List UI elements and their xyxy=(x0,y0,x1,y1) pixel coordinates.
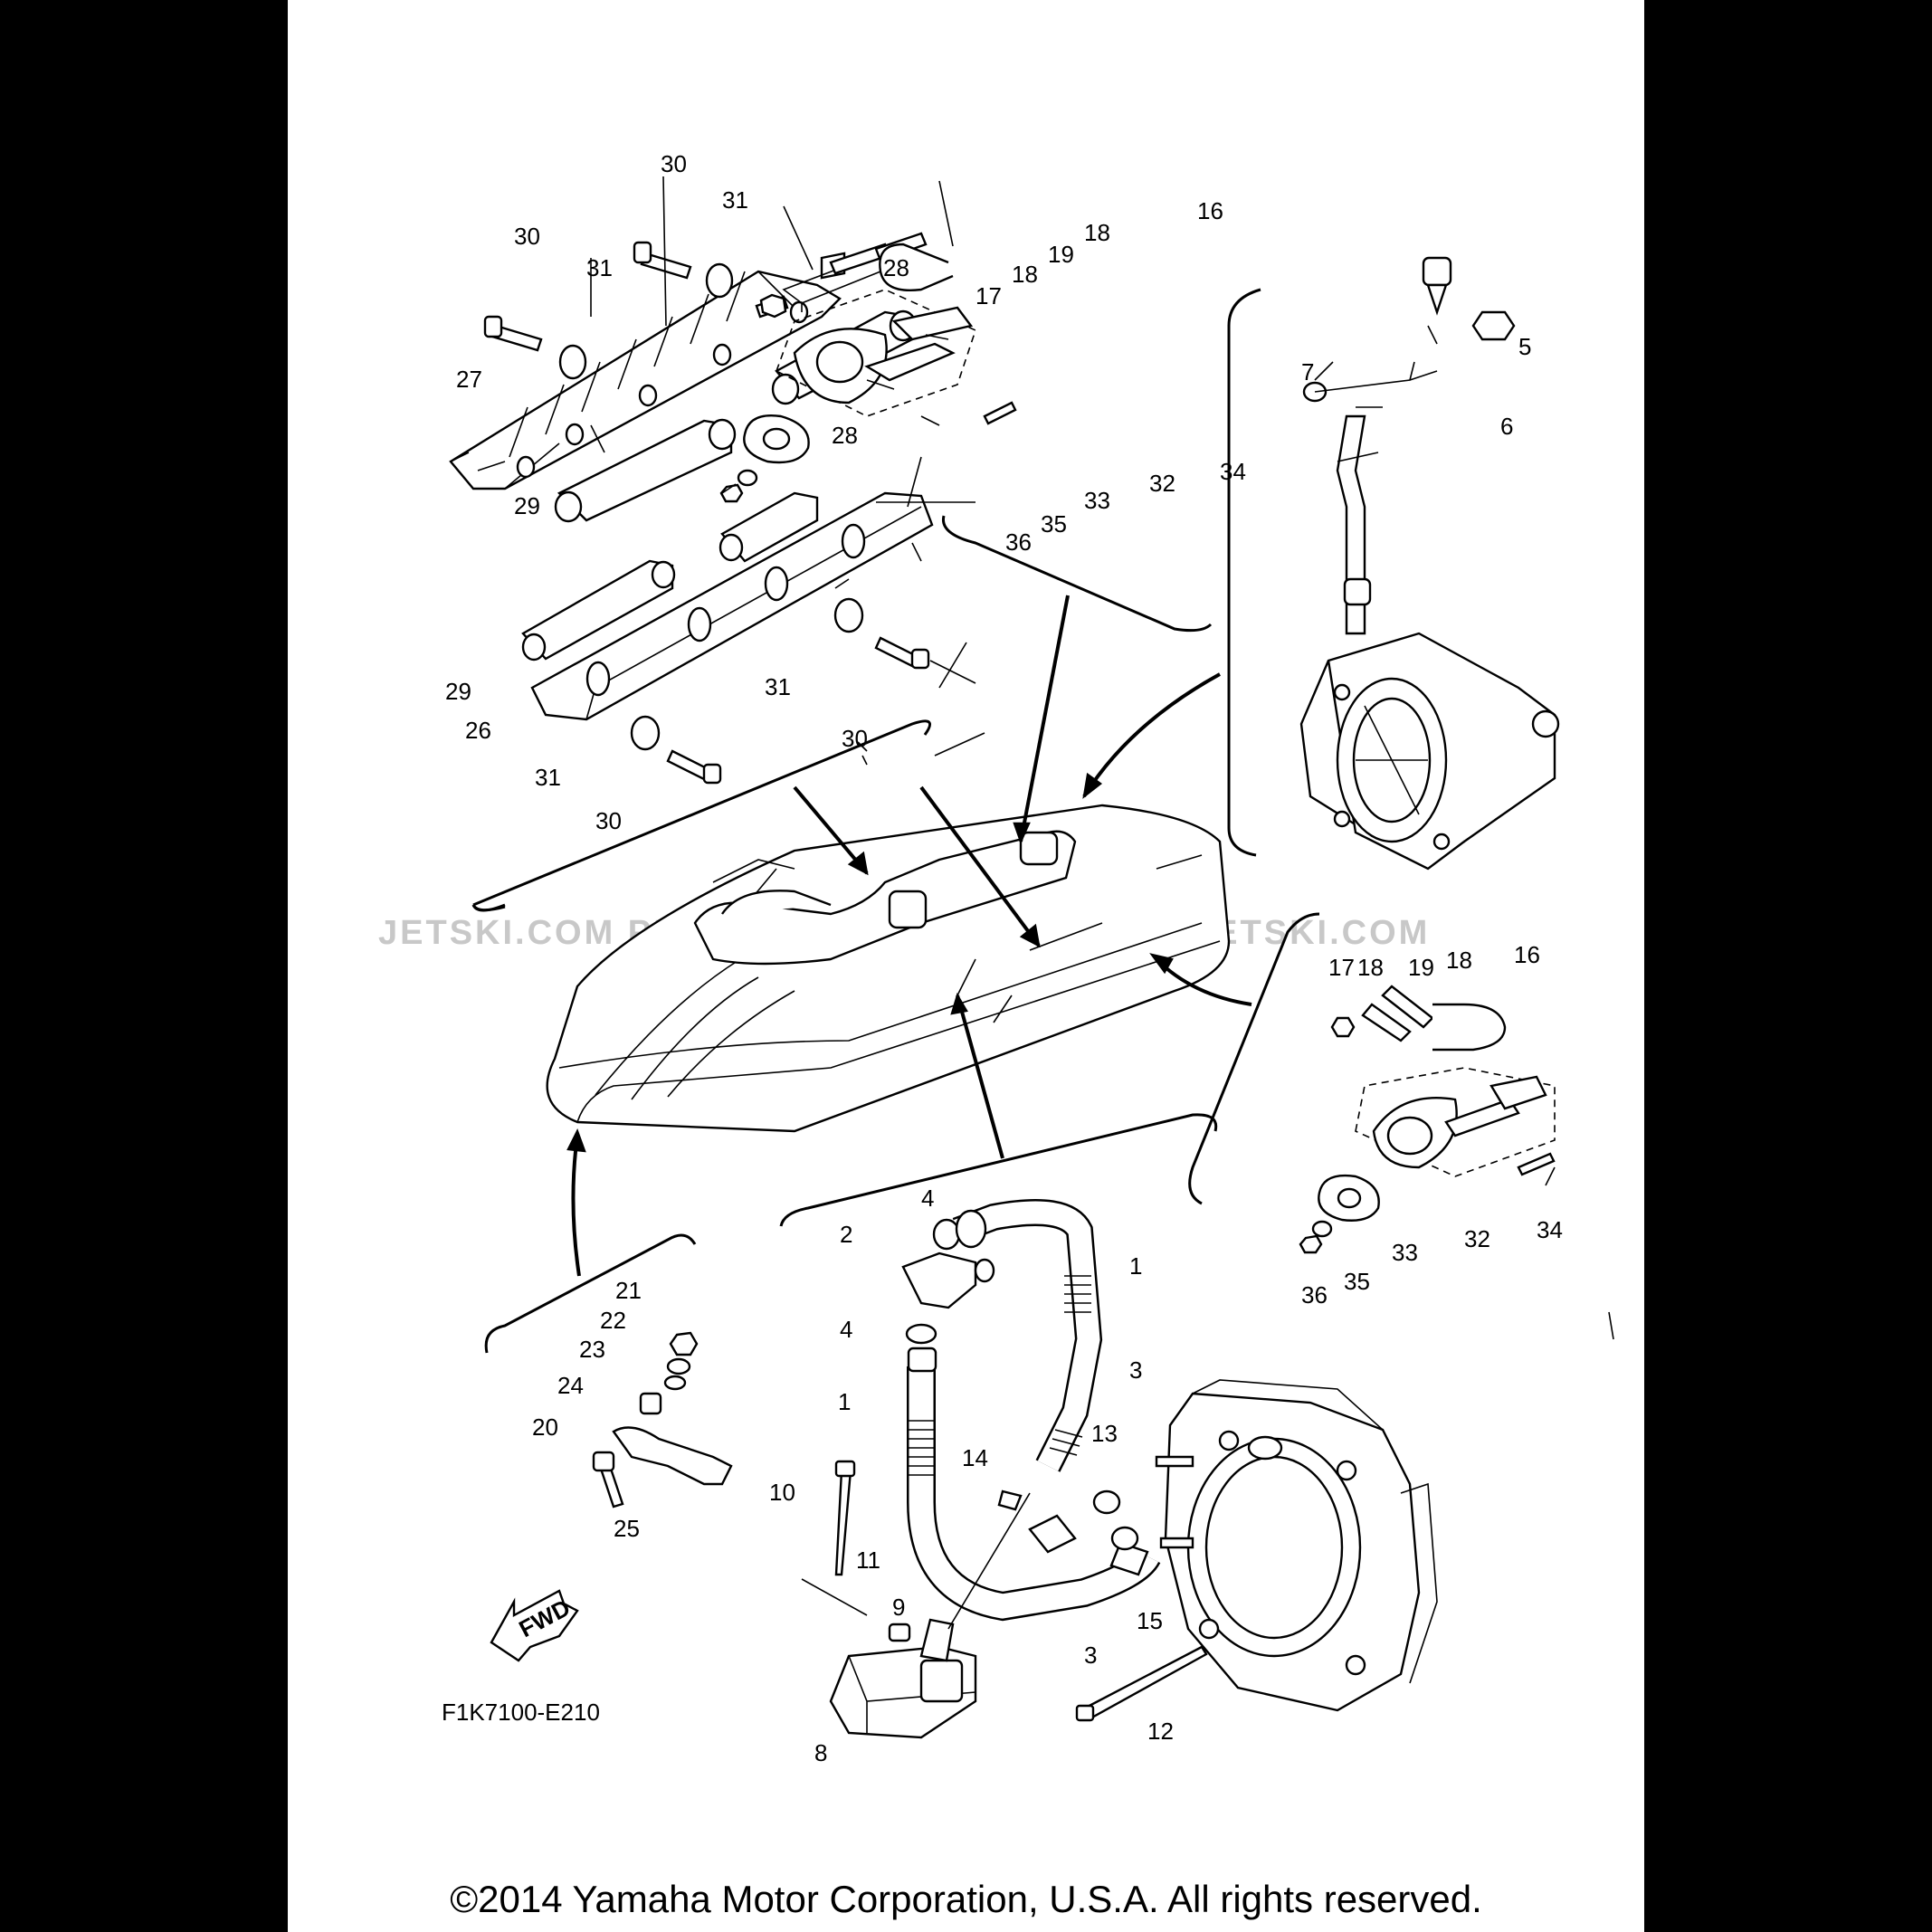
callout-34b: 34 xyxy=(1537,1216,1563,1243)
hull-bracket-left xyxy=(471,903,506,912)
callout-32b: 32 xyxy=(1464,1225,1490,1252)
callout-30d: 30 xyxy=(595,807,622,834)
callout-8: 8 xyxy=(814,1739,827,1766)
callout-31d: 31 xyxy=(535,764,561,791)
pump-bracket xyxy=(1227,288,1261,857)
callout-33a: 33 xyxy=(1084,487,1110,514)
leader-lines xyxy=(477,176,1614,1340)
callout-7: 7 xyxy=(1301,358,1314,385)
callout-31b: 31 xyxy=(586,254,613,281)
callout-29a: 29 xyxy=(514,492,540,519)
water-hose-group xyxy=(801,1199,1208,1739)
callout-28a: 28 xyxy=(883,254,909,281)
callout-1a: 1 xyxy=(1129,1252,1142,1280)
callout-14: 14 xyxy=(962,1444,988,1471)
copyright-notice: ©2014 Yamaha Motor Corporation, U.S.A. A… xyxy=(450,1878,1482,1920)
callout-25: 25 xyxy=(614,1515,640,1542)
location-arrows xyxy=(566,595,1252,1277)
callout-35a: 35 xyxy=(1041,510,1067,538)
callout-21: 21 xyxy=(615,1277,642,1304)
callout-30b: 30 xyxy=(514,223,540,250)
callout-18a: 18 xyxy=(1084,219,1110,246)
callout-16a: 16 xyxy=(1197,197,1223,224)
tow-eye-bracket xyxy=(941,515,1213,633)
callout-34a: 34 xyxy=(1220,458,1246,485)
callout-labels: 30 30 31 31 28 27 28 29 29 26 31 30 31 3… xyxy=(445,150,1563,1766)
callout-4b: 4 xyxy=(840,1316,852,1343)
diagram-code: F1K7100-E210 xyxy=(442,1699,600,1726)
sponson-bracket xyxy=(472,719,932,907)
callout-32a: 32 xyxy=(1149,470,1175,497)
callout-28b: 28 xyxy=(832,422,858,449)
callout-10: 10 xyxy=(769,1479,795,1506)
sponson-lower-group xyxy=(521,491,934,785)
pump-housing-group xyxy=(1299,256,1560,871)
callout-15: 15 xyxy=(1137,1607,1163,1634)
parts-diagram-sheet: JETSKI.COM PROMO-JETSKI.COM PROMO-JETSKI… xyxy=(288,0,1644,1932)
callout-35b: 35 xyxy=(1344,1268,1370,1295)
callout-17a: 17 xyxy=(976,282,1002,309)
callout-36a: 36 xyxy=(1005,528,1032,556)
callout-19b: 19 xyxy=(1408,954,1434,981)
callout-5: 5 xyxy=(1518,333,1531,360)
callout-30c: 30 xyxy=(842,725,868,752)
callout-18d: 18 xyxy=(1357,954,1384,981)
callout-22: 22 xyxy=(600,1307,626,1334)
callout-17b: 17 xyxy=(1328,954,1355,981)
watercraft-hull xyxy=(546,804,1231,1133)
callout-18c: 18 xyxy=(1446,947,1472,974)
callout-1b: 1 xyxy=(838,1388,851,1415)
callout-24: 24 xyxy=(557,1372,584,1399)
callout-2: 2 xyxy=(840,1221,852,1248)
bracket-left-bottom xyxy=(484,1233,697,1354)
callout-30a: 30 xyxy=(661,150,687,177)
tow-eye-upper-group xyxy=(719,232,1017,503)
stay-bracket-group xyxy=(592,1331,733,1508)
callout-18b: 18 xyxy=(1012,261,1038,288)
hose-bracket xyxy=(779,1113,1218,1227)
exploded-parts-diagram: JETSKI.COM PROMO-JETSKI.COM PROMO-JETSKI… xyxy=(378,150,1614,1766)
callout-6: 6 xyxy=(1500,413,1513,440)
callout-26: 26 xyxy=(465,717,491,744)
callout-20: 20 xyxy=(532,1413,558,1441)
callout-19a: 19 xyxy=(1048,241,1074,268)
callout-27: 27 xyxy=(456,366,482,393)
tow-eye-lower-group xyxy=(1299,985,1556,1254)
callout-3b: 3 xyxy=(1084,1642,1097,1669)
callout-29b: 29 xyxy=(445,678,471,705)
callout-23: 23 xyxy=(579,1336,605,1363)
callout-13: 13 xyxy=(1091,1420,1118,1447)
callout-4a: 4 xyxy=(921,1185,934,1212)
callout-16b: 16 xyxy=(1514,941,1540,968)
callout-9: 9 xyxy=(892,1594,905,1621)
callout-31a: 31 xyxy=(722,186,748,214)
jet-pump-housing xyxy=(1155,1379,1438,1712)
callout-3a: 3 xyxy=(1129,1356,1142,1384)
callout-33b: 33 xyxy=(1392,1239,1418,1266)
callout-12: 12 xyxy=(1147,1718,1174,1745)
callout-11: 11 xyxy=(856,1547,880,1574)
tow-eye-lower-bracket xyxy=(1188,912,1320,1205)
callout-36b: 36 xyxy=(1301,1281,1328,1309)
forward-direction-indicator: FWD xyxy=(490,1589,579,1662)
callout-31c: 31 xyxy=(765,673,791,700)
